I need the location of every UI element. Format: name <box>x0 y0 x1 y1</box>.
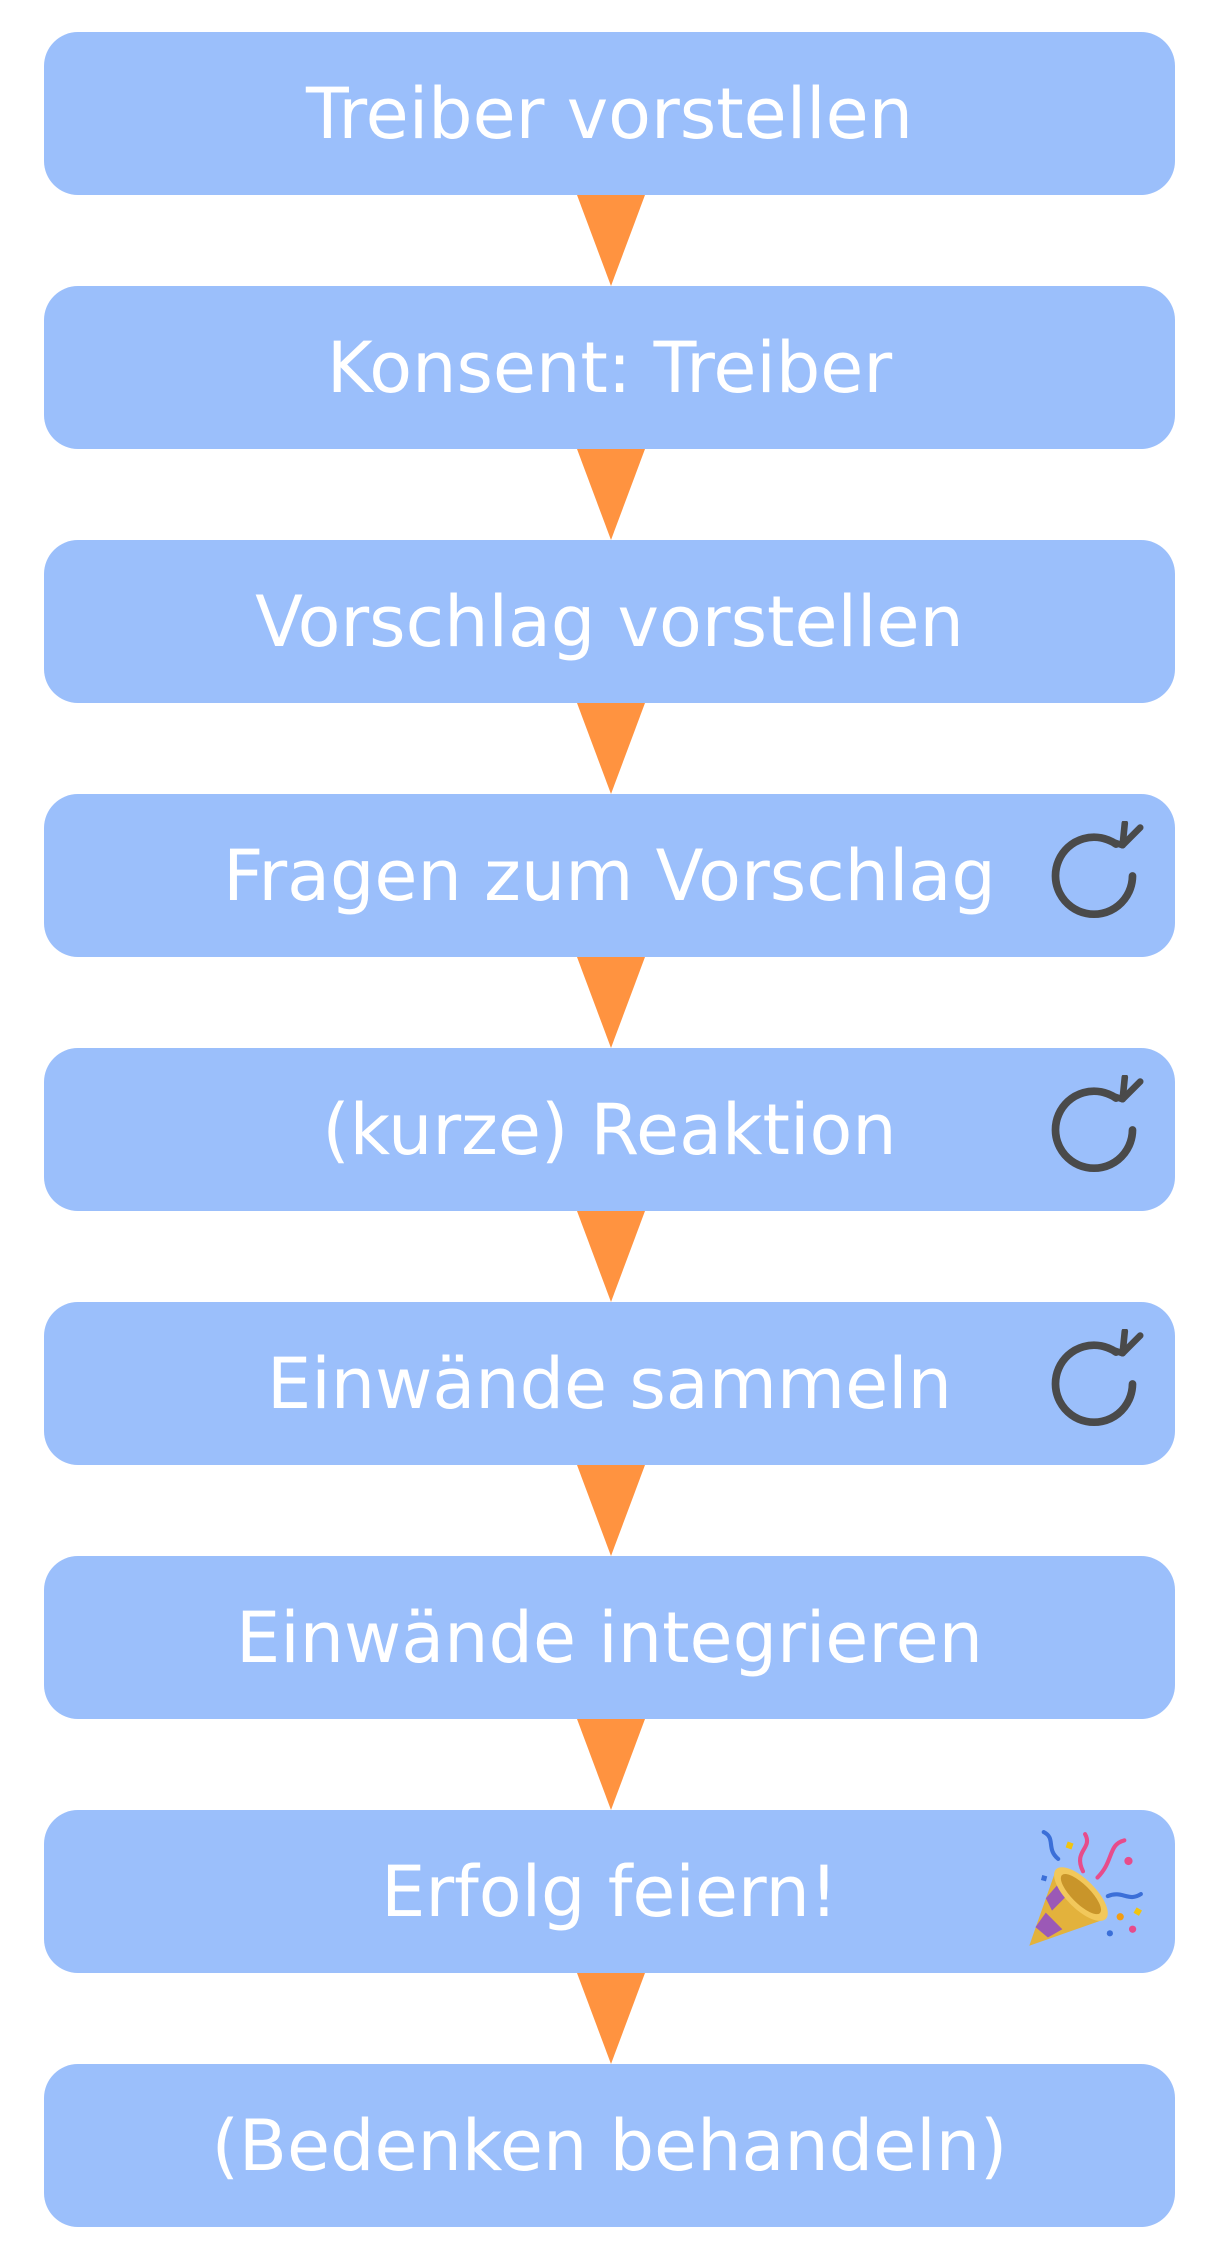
down-arrow-connector <box>577 1211 645 1302</box>
step-box: Erfolg feiern! <box>44 1810 1175 1973</box>
party-popper-icon <box>1029 1829 1143 1946</box>
down-arrow-connector <box>577 1719 645 1810</box>
step-box: Einwände sammeln <box>44 1302 1175 1465</box>
step-box: Vorschlag vorstellen <box>44 540 1175 703</box>
down-arrow-connector <box>577 1973 645 2064</box>
repeat-icon <box>1051 1328 1144 1426</box>
down-arrow-connector <box>577 703 645 794</box>
down-arrow-connector <box>577 1465 645 1556</box>
step-box: (kurze) Reaktion <box>44 1048 1175 1211</box>
step-label: Konsent: Treiber <box>326 326 893 409</box>
repeat-icon <box>1051 1074 1144 1172</box>
down-arrow-connector <box>577 449 645 540</box>
step-box: Treiber vorstellen <box>44 32 1175 195</box>
step-box: (Bedenken behandeln) <box>44 2064 1175 2227</box>
step-box: Konsent: Treiber <box>44 286 1175 449</box>
step-label: (kurze) Reaktion <box>322 1088 897 1171</box>
down-arrow-connector <box>577 957 645 1048</box>
down-arrow-connector <box>577 195 645 286</box>
step-label: Einwände sammeln <box>267 1342 952 1425</box>
step-box: Fragen zum Vorschlag <box>44 794 1175 957</box>
step-label: Fragen zum Vorschlag <box>223 834 996 917</box>
step-label: (Bedenken behandeln) <box>211 2104 1008 2187</box>
step-label: Treiber vorstellen <box>305 72 914 155</box>
repeat-icon <box>1051 820 1144 918</box>
step-label: Erfolg feiern! <box>381 1850 838 1933</box>
step-label: Vorschlag vorstellen <box>255 580 964 663</box>
step-box: Einwände integrieren <box>44 1556 1175 1719</box>
step-label: Einwände integrieren <box>235 1596 984 1679</box>
